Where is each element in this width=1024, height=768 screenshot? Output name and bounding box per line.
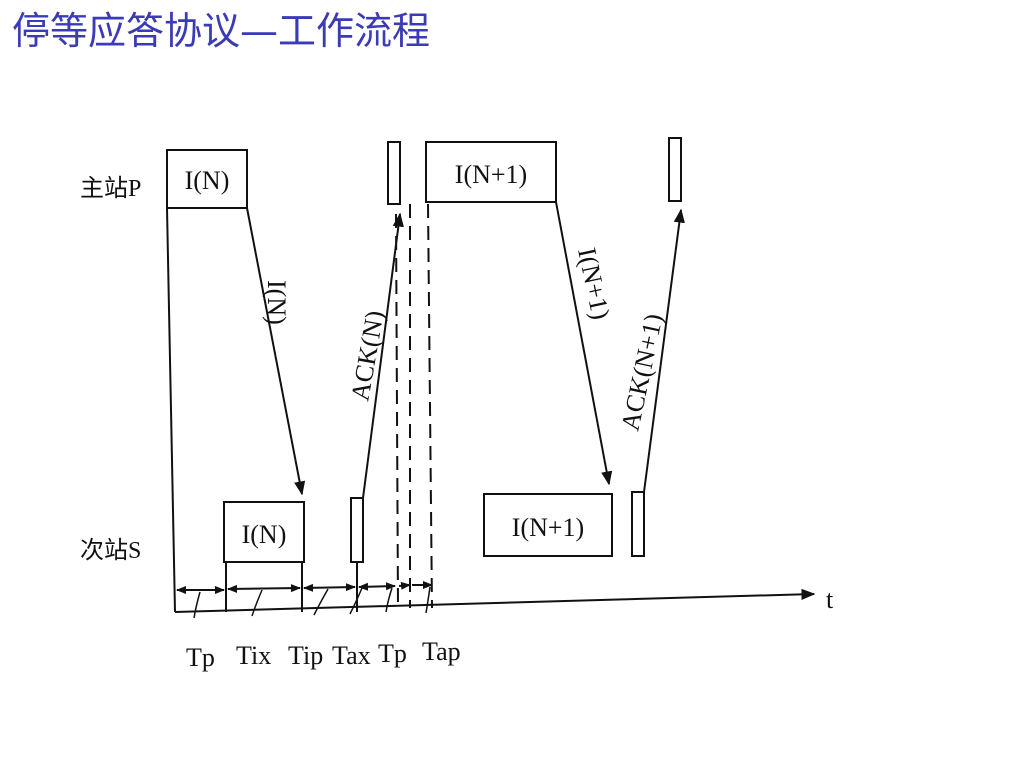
interval-label-tp: Tp [186,643,215,672]
time-axis-label: t [826,585,834,614]
dashed-guide-1 [395,213,399,609]
send-n-arrow-label: I(N) [262,280,291,325]
ack-n-arrow-label: ACK(N) [345,308,389,403]
send-n1-arrow-label: I(N+1) [572,245,615,322]
primary-frame-n-label: I(N) [185,166,230,195]
interval-tix-arrow [227,584,301,593]
interval-label-tap: Tap [422,637,461,666]
secondary-frame-n [223,501,305,563]
primary-frame-n1 [425,141,557,203]
secondary-frame-n1-label: I(N+1) [512,513,584,542]
slide-title: 停等应答协议—工作流程 [12,9,431,53]
interval-tp2-arrow [398,581,411,590]
primary-ack-box [387,141,401,205]
primary-ack-box-2 [668,137,682,202]
dashed-guide-3 [427,203,433,609]
secondary-frame-n-label: I(N) [242,520,287,549]
secondary-station-label: 次站S [80,537,141,564]
send-n-arrow [246,207,306,496]
interval-label-tax: Tax [332,641,371,670]
secondary-ack-box-2 [631,491,645,557]
send-n1-arrow [555,201,613,486]
primary-frame-n1-label: I(N+1) [455,160,527,189]
interval-tip-arrow [303,583,356,592]
ack-n1-arrow [643,208,685,493]
primary-frame-n [166,149,248,209]
primary-station-label: 主站P [80,175,141,202]
time-axis [174,588,816,613]
primary-edge-line [166,207,176,613]
secondary-frame-n1 [483,493,613,557]
interval-label-tp2: Tp [378,639,407,668]
interval-label-tix: Tix [236,641,271,670]
interval-tax-arrow [358,582,396,591]
secondary-ack-box [350,497,364,563]
interval-label-tip: Tip [288,641,323,670]
ack-n-arrow [362,212,404,499]
